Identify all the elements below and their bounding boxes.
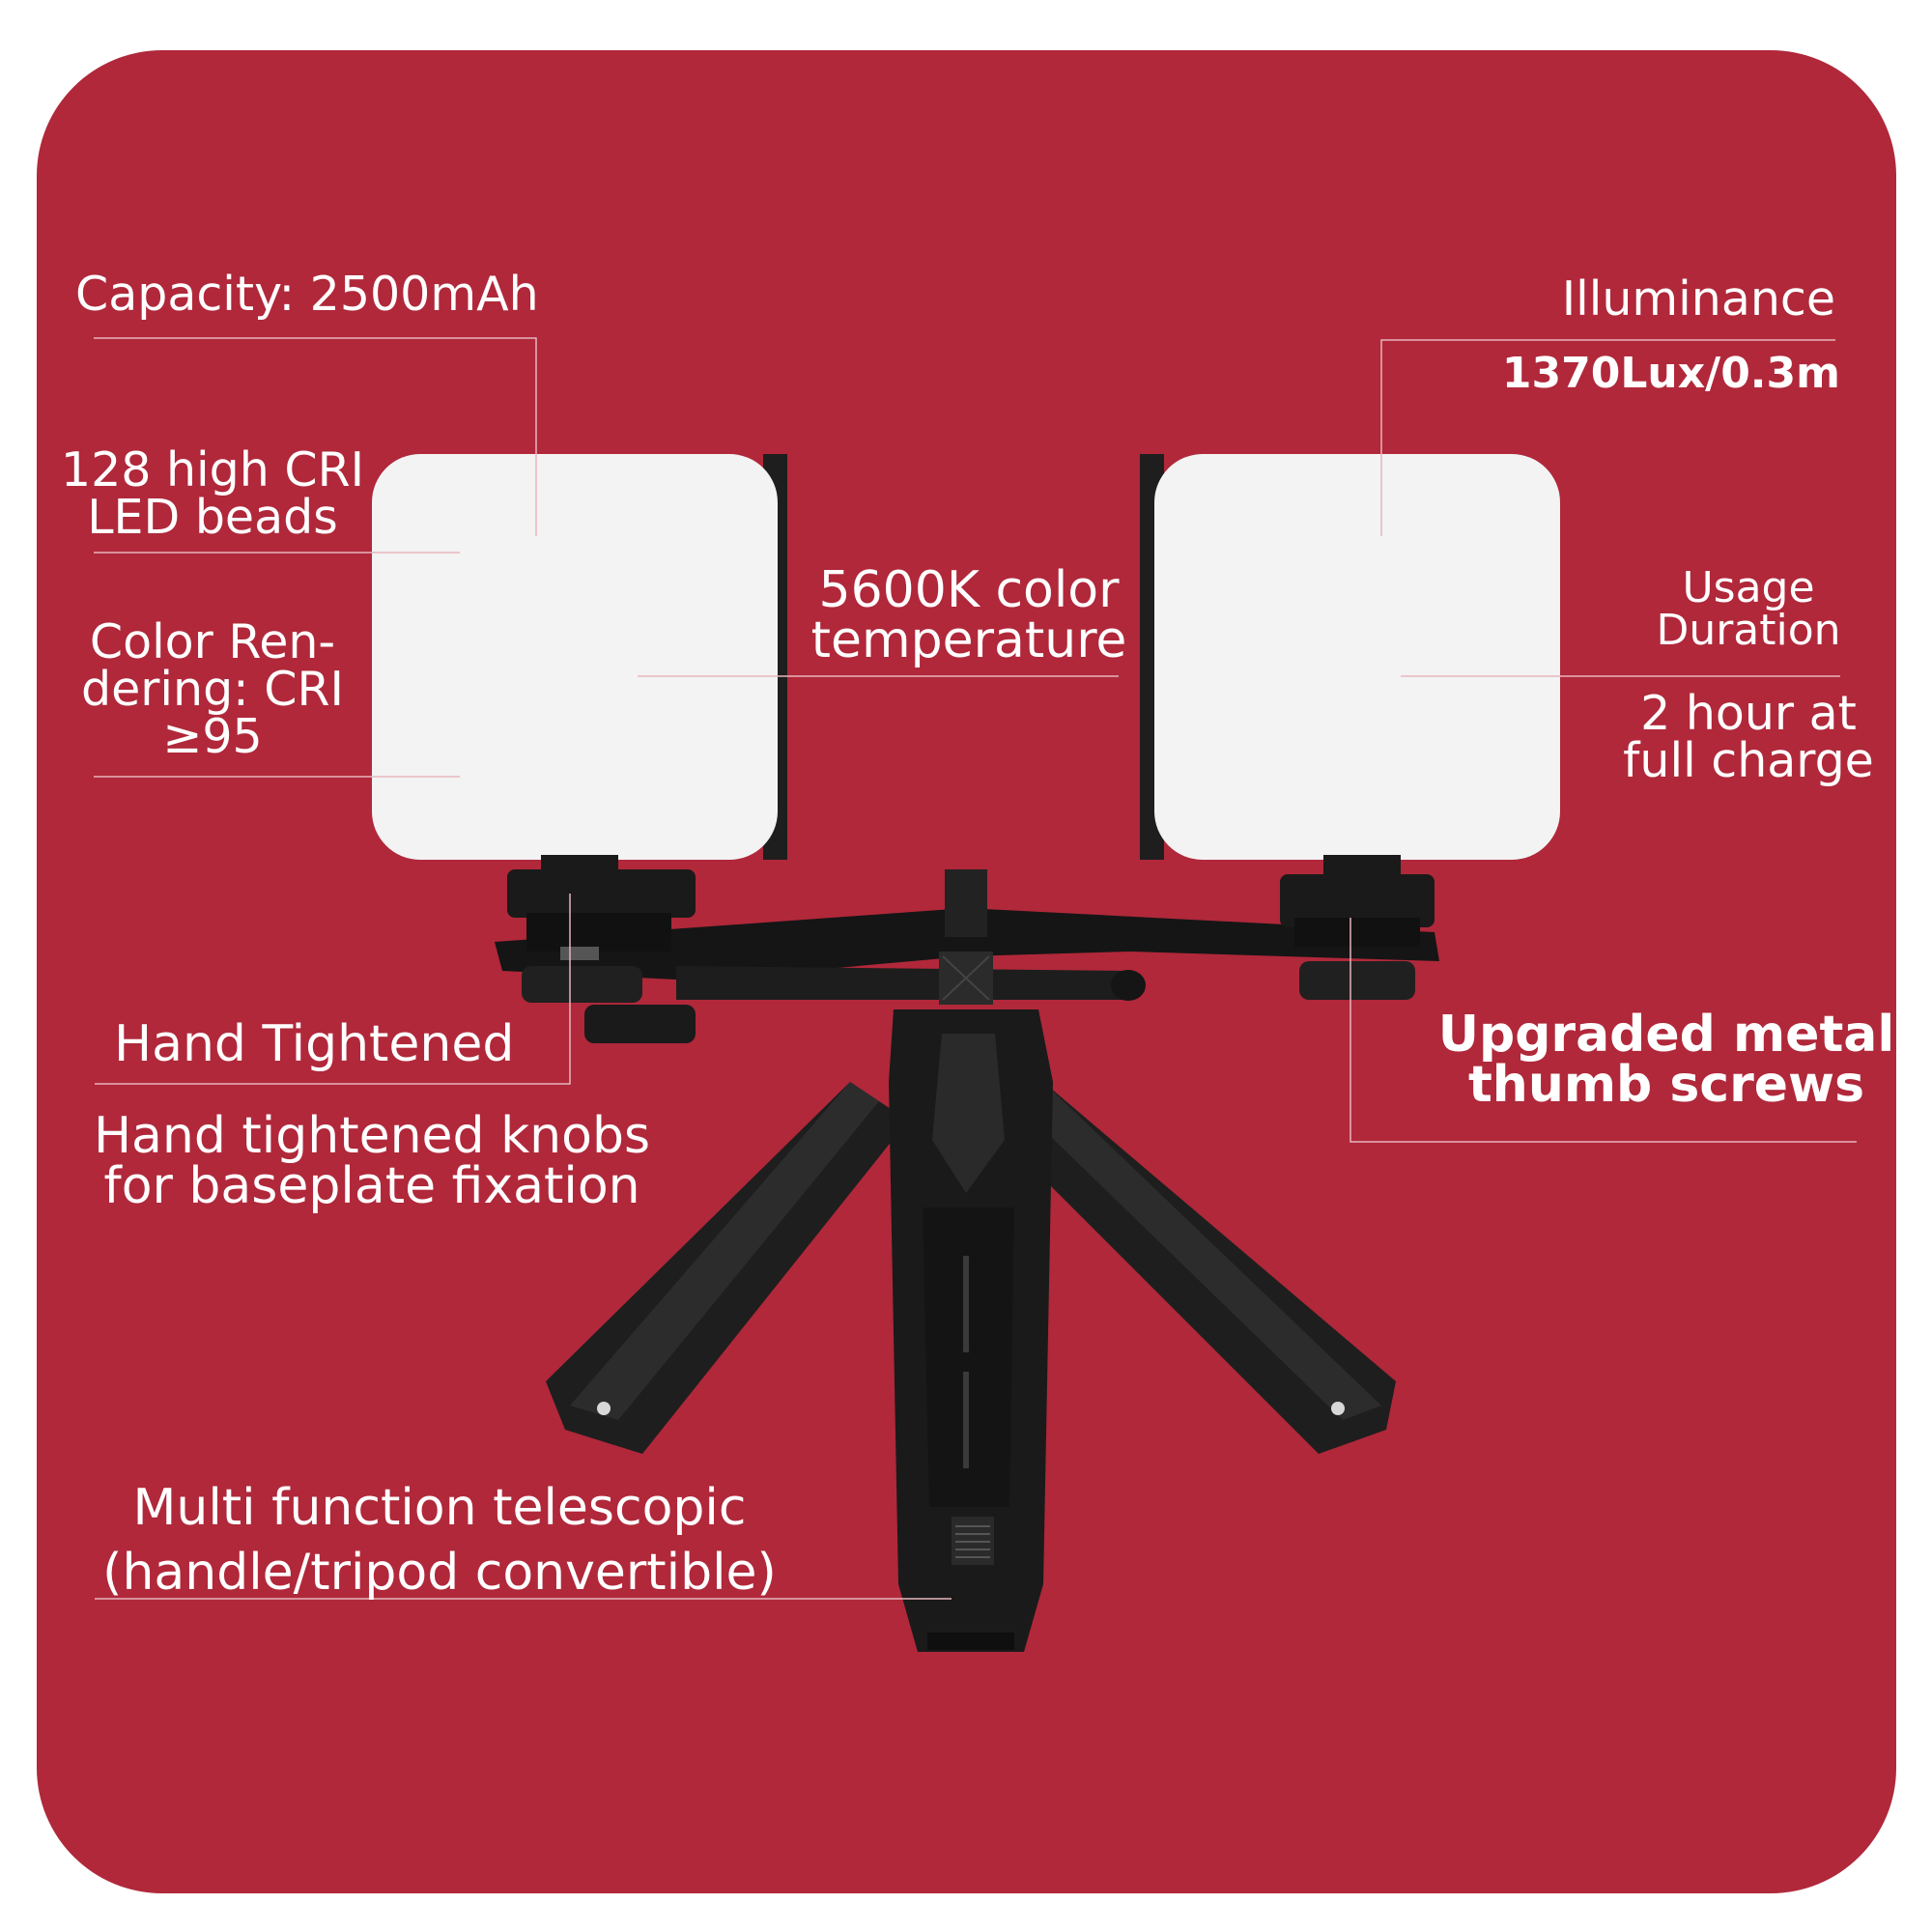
telescopic-label: Multi function telescopic (handle/tripod… xyxy=(102,1479,777,1602)
hand-tightened-label: Hand Tightened xyxy=(114,1015,515,1073)
knobs-description-label: Hand tightened knobs for baseplate fixat… xyxy=(93,1107,651,1215)
usage-duration-value: 2 hour at full charge xyxy=(1623,686,1874,788)
illuminance-title: Illuminance xyxy=(1561,271,1835,327)
illuminance-value: 1370Lux/0.3m xyxy=(1501,349,1840,398)
color-temperature-label: 5600K color temperature xyxy=(810,561,1127,669)
leader-lines xyxy=(94,337,1857,1600)
capacity-label: Capacity: 2500mAh xyxy=(75,267,539,322)
right-mount-knobs xyxy=(1280,874,1435,1000)
tripod-handle xyxy=(889,1009,1053,1652)
usage-duration-title: Usage Duration xyxy=(1656,563,1841,655)
left-led-light xyxy=(372,454,787,874)
right-led-light xyxy=(1140,454,1560,876)
cold-shoe-bracket xyxy=(495,869,1439,1005)
tripod-legs xyxy=(546,1082,1396,1454)
thumb-screws-label: Upgraded metal thumb screws xyxy=(1437,1006,1895,1114)
cri-beads-label: 128 high CRI LED beads xyxy=(60,442,365,545)
color-rendering-label: Color Ren- dering: CRI ≥95 xyxy=(81,614,344,764)
